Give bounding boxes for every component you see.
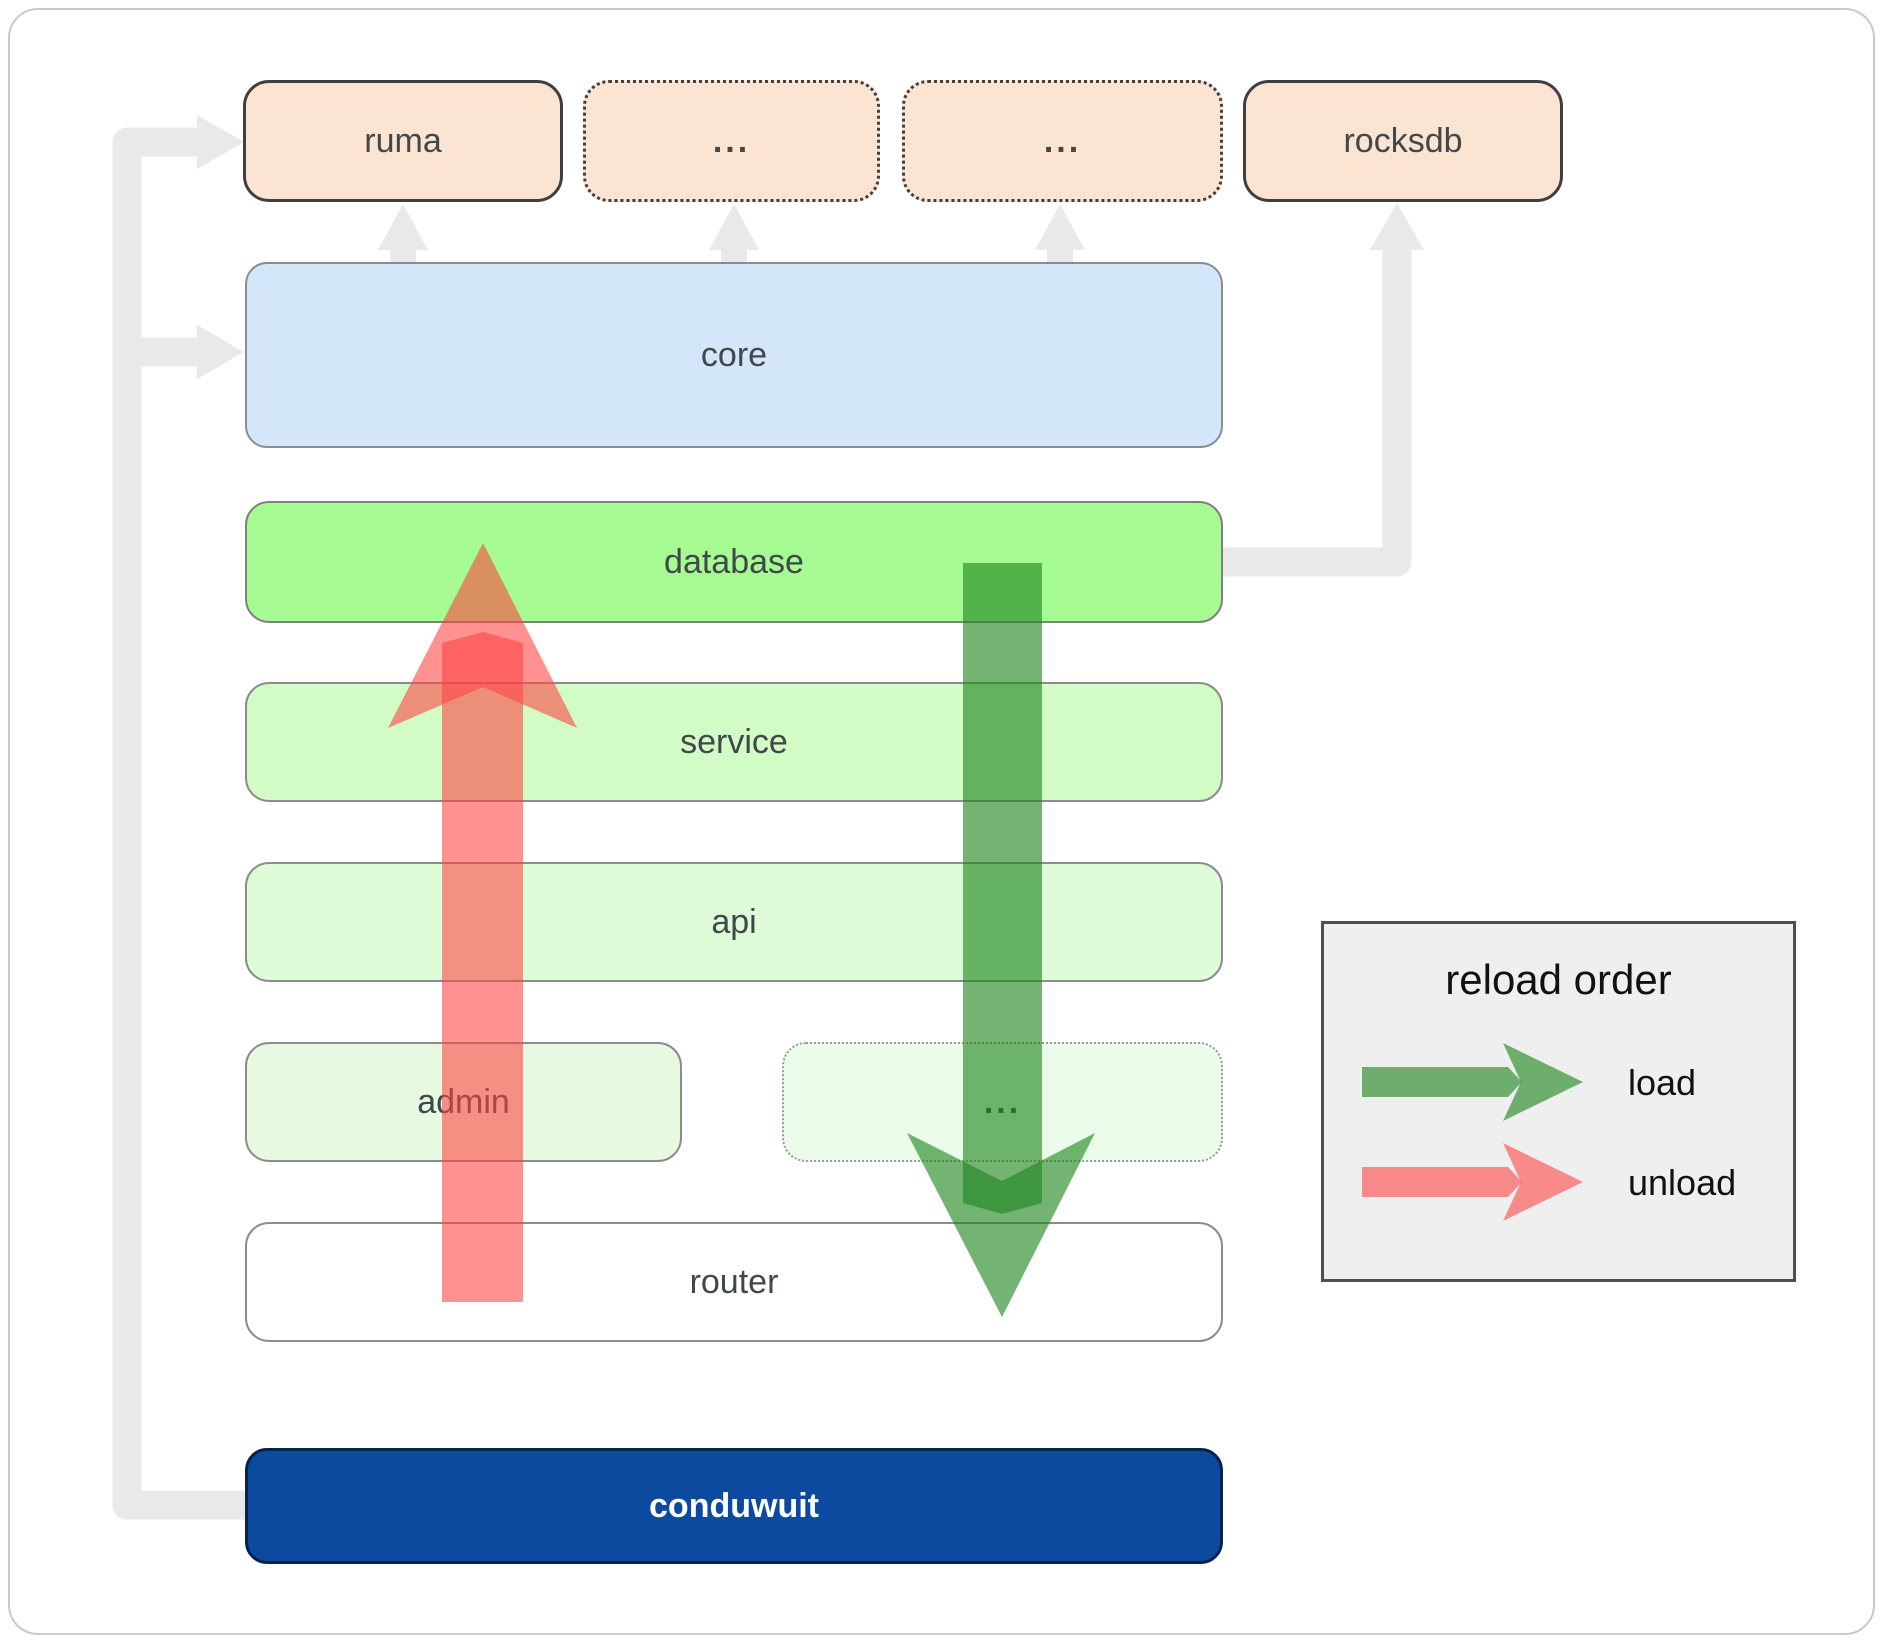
box-admin: admin xyxy=(245,1042,682,1162)
box-conduwuit-label: conduwuit xyxy=(649,1486,819,1525)
box-core: core xyxy=(245,262,1223,448)
box-router: router xyxy=(245,1222,1223,1342)
box-admin-ellipsis: ... xyxy=(782,1042,1223,1162)
box-conduwuit: conduwuit xyxy=(245,1448,1223,1564)
box-admin-ellipsis-label: ... xyxy=(983,1082,1022,1121)
box-ruma-label: ruma xyxy=(364,121,442,160)
legend-unload-label: unload xyxy=(1628,1162,1737,1203)
box-database-label: database xyxy=(664,542,804,581)
diagram-outer-border xyxy=(8,8,1875,1635)
box-core-label: core xyxy=(700,335,768,374)
legend-load-label: load xyxy=(1628,1062,1697,1103)
box-router-label: router xyxy=(689,1262,779,1301)
box-rocksdb: rocksdb xyxy=(1243,80,1563,202)
box-admin-label: admin xyxy=(417,1082,510,1121)
box-database: database xyxy=(245,501,1223,623)
box-service: service xyxy=(245,682,1223,802)
box-top-ellipsis-2: ... xyxy=(902,80,1223,202)
box-rocksdb-label: rocksdb xyxy=(1343,121,1463,160)
box-api-label: api xyxy=(711,902,757,941)
legend-title: reload order xyxy=(1445,956,1672,1003)
legend-reload-order: reload order load unload xyxy=(1321,921,1796,1282)
box-service-label: service xyxy=(680,722,788,761)
box-top-ellipsis-1-label: ... xyxy=(712,121,751,160)
box-top-ellipsis-2-label: ... xyxy=(1043,121,1082,160)
box-ruma: ruma xyxy=(243,80,563,202)
box-top-ellipsis-1: ... xyxy=(583,80,880,202)
box-api: api xyxy=(245,862,1223,982)
